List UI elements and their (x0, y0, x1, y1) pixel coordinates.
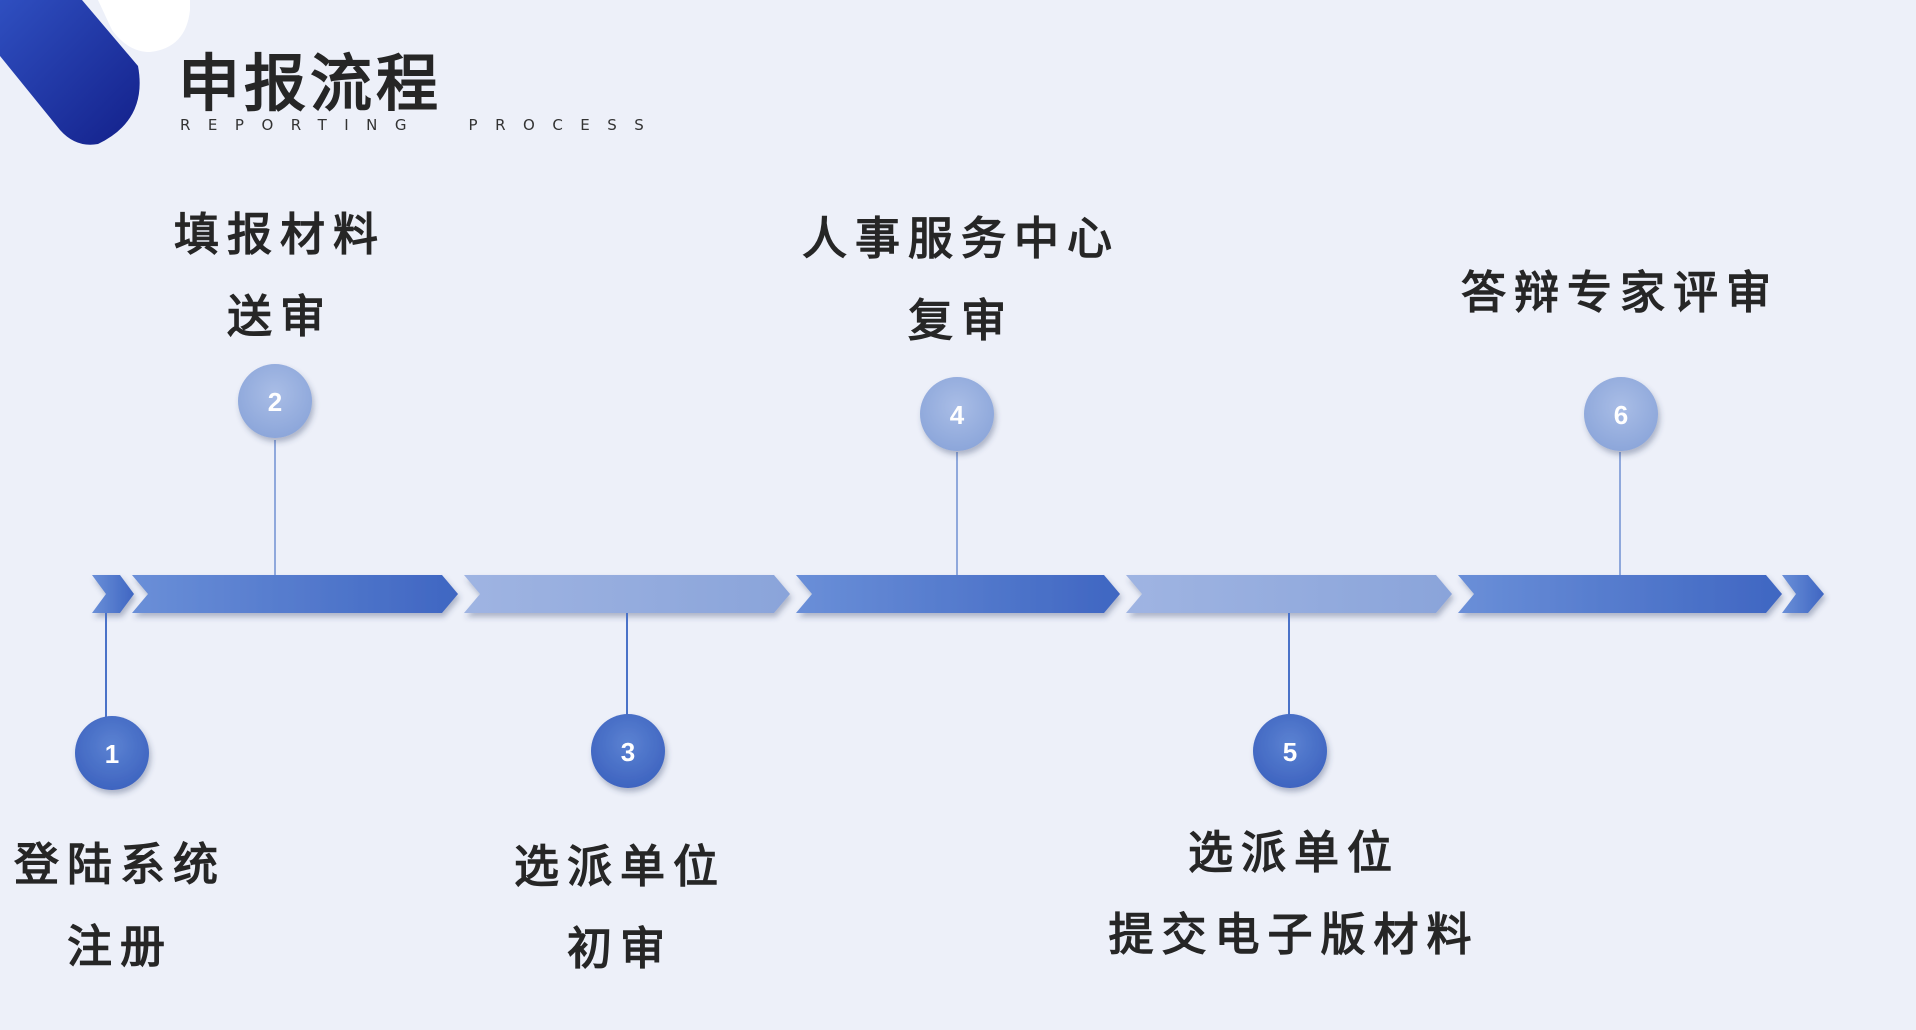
step-label-1: 登陆系统 注册 (0, 824, 350, 988)
step-label-6-line1: 答辩专家评审 (1460, 266, 1779, 319)
step-label-2: 填报材料 送审 (50, 194, 510, 358)
step-label-5-line2: 提交电子版材料 (1108, 908, 1480, 961)
step-number-4: 4 (950, 400, 965, 430)
step-label-2-line2: 送审 (226, 290, 333, 343)
timeline-segment-2 (464, 575, 790, 613)
step-label-4-line2: 复审 (907, 294, 1014, 347)
step-label-5-line1: 选派单位 (1187, 826, 1400, 879)
step-circle-4: 4 (920, 377, 994, 451)
step-label-6: 答辩专家评审 (1390, 252, 1850, 334)
step-label-1-line2: 注册 (66, 920, 173, 973)
step-circle-3: 3 (591, 714, 665, 788)
step-label-3-line1: 选派单位 (513, 840, 726, 893)
step-circle-5: 5 (1253, 714, 1327, 788)
step-number-5: 5 (1283, 737, 1297, 767)
white-slash-shape (98, 0, 190, 52)
step-number-1: 1 (105, 739, 119, 769)
timeline-segment-5 (1458, 575, 1782, 613)
step-number-2: 2 (268, 387, 282, 417)
timeline-segment-1 (132, 575, 458, 613)
step-label-1-line1: 登陆系统 (13, 838, 226, 891)
step-circle-6: 6 (1584, 377, 1658, 451)
step-label-5: 选派单位 提交电子版材料 (1064, 812, 1524, 976)
page-title: 申报流程 (178, 47, 443, 120)
step-circle-2: 2 (238, 364, 312, 438)
step-label-2-line1: 填报材料 (173, 208, 386, 261)
step-label-3: 选派单位 初审 (390, 826, 850, 990)
step-circle-1: 1 (75, 716, 149, 790)
step-label-4-line1: 人事服务中心 (801, 212, 1120, 265)
step-label-4: 人事服务中心 复审 (731, 198, 1191, 362)
step-number-3: 3 (621, 737, 635, 767)
corner-decoration (0, 0, 190, 145)
timeline-start-chevron (92, 575, 134, 613)
timeline-end-chevron (1782, 575, 1824, 613)
page-subtitle: REPORTING PROCESS (180, 116, 662, 134)
timeline-segment-3 (796, 575, 1120, 613)
blue-slash-shape (0, 0, 140, 145)
step-number-6: 6 (1614, 400, 1628, 430)
timeline-segment-4 (1126, 575, 1452, 613)
step-label-3-line2: 初审 (566, 922, 673, 975)
